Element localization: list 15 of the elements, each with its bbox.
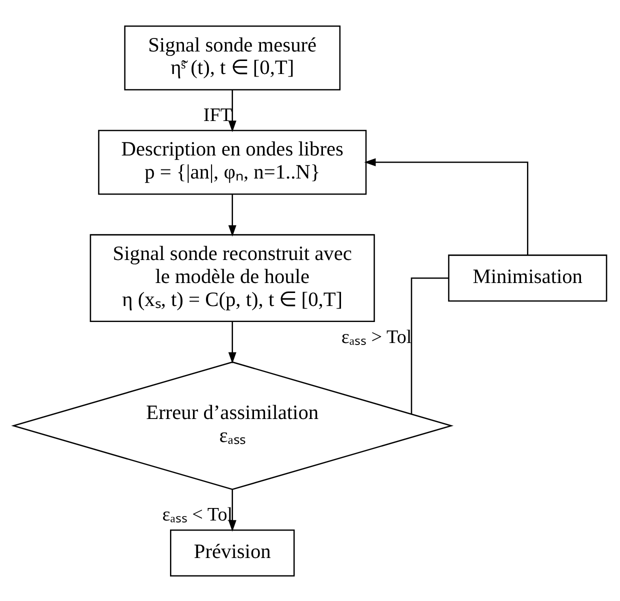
edge-label: IFT bbox=[203, 104, 232, 126]
node-box: Signal sonde reconstruit avec le modèle de houle η (xₛ, t) = C(p, t), t ∈ [0,T] bbox=[90, 234, 375, 322]
edge-label: εₐₛₛ > Tol bbox=[341, 326, 412, 348]
node-box: Description en ondes libres p = {|an|, φₙ, n=1..N} bbox=[98, 129, 367, 194]
node-box: Signal sonde mesuré η̃ˢ (t), t ∈ [0,T] bbox=[124, 24, 341, 90]
node-box: Prévision bbox=[170, 528, 295, 576]
arrow bbox=[228, 488, 236, 532]
arrow bbox=[228, 89, 236, 132]
arrow bbox=[228, 321, 236, 364]
edge-label: εₐₛₛ < Tol bbox=[162, 504, 233, 525]
arrow bbox=[364, 158, 528, 254]
arrow bbox=[228, 194, 236, 236]
connector bbox=[410, 276, 449, 414]
node-diamond: Erreur d’assimilation εₐₛₛ bbox=[11, 360, 454, 490]
node-box: Minimisation bbox=[448, 254, 608, 302]
